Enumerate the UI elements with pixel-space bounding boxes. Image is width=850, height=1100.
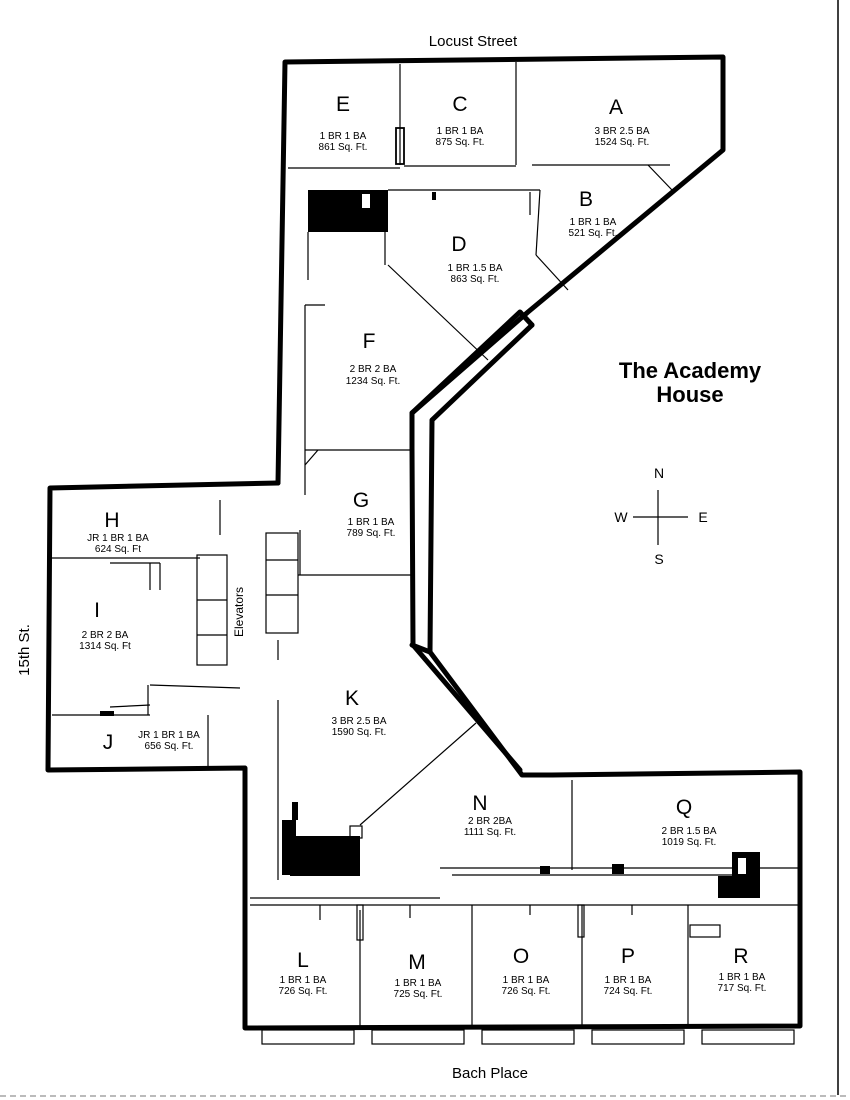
unit-letter: K (345, 687, 359, 710)
unit-e: E 1 BR 1 BA 861 Sq. Ft. (319, 93, 368, 153)
unit-l: L 1 BR 1 BA 726 Sq. Ft. (279, 949, 328, 997)
unit-area: 1524 Sq. Ft. (595, 137, 649, 148)
unit-area: 1019 Sq. Ft. (662, 837, 716, 848)
unit-area: 1590 Sq. Ft. (332, 727, 386, 738)
unit-h: H JR 1 BR 1 BA 624 Sq. Ft (87, 509, 149, 555)
street-label-south: Bach Place (452, 1065, 528, 1082)
unit-letter: G (353, 489, 369, 512)
unit-rooms: 1 BR 1 BA (437, 126, 484, 137)
unit-area: 789 Sq. Ft. (347, 528, 396, 539)
unit-area: 726 Sq. Ft. (502, 986, 551, 997)
unit-letter: L (297, 949, 309, 972)
unit-area: 717 Sq. Ft. (718, 983, 767, 994)
compass-n: N (654, 465, 664, 481)
unit-letter: A (609, 96, 623, 119)
unit-letter: O (513, 945, 529, 968)
compass-w: W (614, 509, 628, 525)
unit-letter: H (104, 509, 119, 532)
unit-area: 624 Sq. Ft (95, 544, 141, 555)
unit-rooms: 1 BR 1 BA (280, 975, 327, 986)
unit-letter: D (451, 233, 466, 256)
unit-rooms: 3 BR 2.5 BA (331, 716, 386, 727)
unit-rooms: 1 BR 1 BA (570, 217, 617, 228)
unit-area: 724 Sq. Ft. (604, 986, 653, 997)
unit-letter: M (408, 951, 426, 974)
unit-letter: N (472, 792, 487, 815)
compass-s: S (654, 551, 663, 567)
unit-r: R 1 BR 1 BA 717 Sq. Ft. (718, 945, 767, 994)
unit-rooms: 1 BR 1 BA (503, 975, 550, 986)
unit-rooms: 1 BR 1 BA (605, 975, 652, 986)
unit-f: F 2 BR 2 BA 1234 Sq. Ft. (346, 330, 400, 387)
unit-p: P 1 BR 1 BA 724 Sq. Ft. (604, 945, 653, 997)
unit-a: A 3 BR 2.5 BA 1524 Sq. Ft. (594, 96, 649, 148)
unit-o: O 1 BR 1 BA 726 Sq. Ft. (502, 945, 551, 997)
unit-area: 725 Sq. Ft. (394, 989, 443, 1000)
unit-area: 726 Sq. Ft. (279, 986, 328, 997)
unit-letter: C (452, 93, 467, 116)
compass-rose: N S W E (614, 465, 707, 567)
unit-area: 1111 Sq. Ft. (464, 827, 516, 838)
compass-e: E (698, 509, 707, 525)
street-label-north: Locust Street (429, 33, 518, 50)
building-title-line1: The Academy (619, 358, 762, 383)
unit-k: K 3 BR 2.5 BA 1590 Sq. Ft. (331, 687, 386, 738)
unit-rooms: 2 BR 2 BA (350, 364, 397, 375)
unit-n: N 2 BR 2BA 1111 Sq. Ft. (464, 792, 516, 838)
unit-rooms: 1 BR 1 BA (719, 972, 766, 983)
outer-walls (45, 54, 803, 1031)
unit-c: C 1 BR 1 BA 875 Sq. Ft. (436, 93, 485, 148)
elevators-label: Elevators (232, 587, 246, 637)
unit-letter: I (94, 599, 100, 622)
unit-rooms: 1 BR 1 BA (348, 517, 395, 528)
unit-letter: R (733, 945, 748, 968)
interior-walls (52, 62, 800, 1045)
street-label-west: 15th St. (16, 624, 33, 676)
unit-rooms: 1 BR 1.5 BA (447, 263, 502, 274)
unit-g: G 1 BR 1 BA 789 Sq. Ft. (347, 489, 396, 539)
unit-area: 875 Sq. Ft. (436, 137, 485, 148)
building-title-line2: House (656, 382, 723, 407)
unit-area: 861 Sq. Ft. (319, 142, 368, 153)
unit-rooms: 2 BR 2BA (468, 816, 512, 827)
unit-m: M 1 BR 1 BA 725 Sq. Ft. (394, 951, 443, 1000)
unit-area: 1234 Sq. Ft. (346, 376, 400, 387)
unit-area: 863 Sq. Ft. (451, 274, 500, 285)
unit-area: 521 Sq. Ft. (569, 228, 618, 239)
unit-j: J JR 1 BR 1 BA 656 Sq. Ft. (103, 730, 200, 754)
unit-area: 656 Sq. Ft. (145, 741, 194, 752)
unit-rooms: JR 1 BR 1 BA (87, 533, 149, 544)
unit-rooms: 1 BR 1 BA (320, 131, 367, 142)
unit-letter: E (336, 93, 350, 116)
unit-letter: P (621, 945, 635, 968)
unit-letter: B (579, 188, 593, 211)
unit-letter: F (363, 330, 376, 353)
unit-rooms: JR 1 BR 1 BA (138, 730, 200, 741)
unit-i: I 2 BR 2 BA 1314 Sq. Ft (79, 599, 131, 652)
unit-letter: Q (676, 796, 692, 819)
unit-area: 1314 Sq. Ft (79, 641, 131, 652)
unit-d: D 1 BR 1.5 BA 863 Sq. Ft. (447, 233, 502, 285)
unit-letter: J (103, 731, 114, 754)
unit-rooms: 2 BR 2 BA (82, 630, 129, 641)
unit-rooms: 3 BR 2.5 BA (594, 126, 649, 137)
unit-b: B 1 BR 1 BA 521 Sq. Ft. (569, 188, 618, 239)
unit-q: Q 2 BR 1.5 BA 1019 Sq. Ft. (661, 796, 716, 848)
unit-rooms: 2 BR 1.5 BA (661, 826, 716, 837)
unit-rooms: 1 BR 1 BA (395, 978, 442, 989)
